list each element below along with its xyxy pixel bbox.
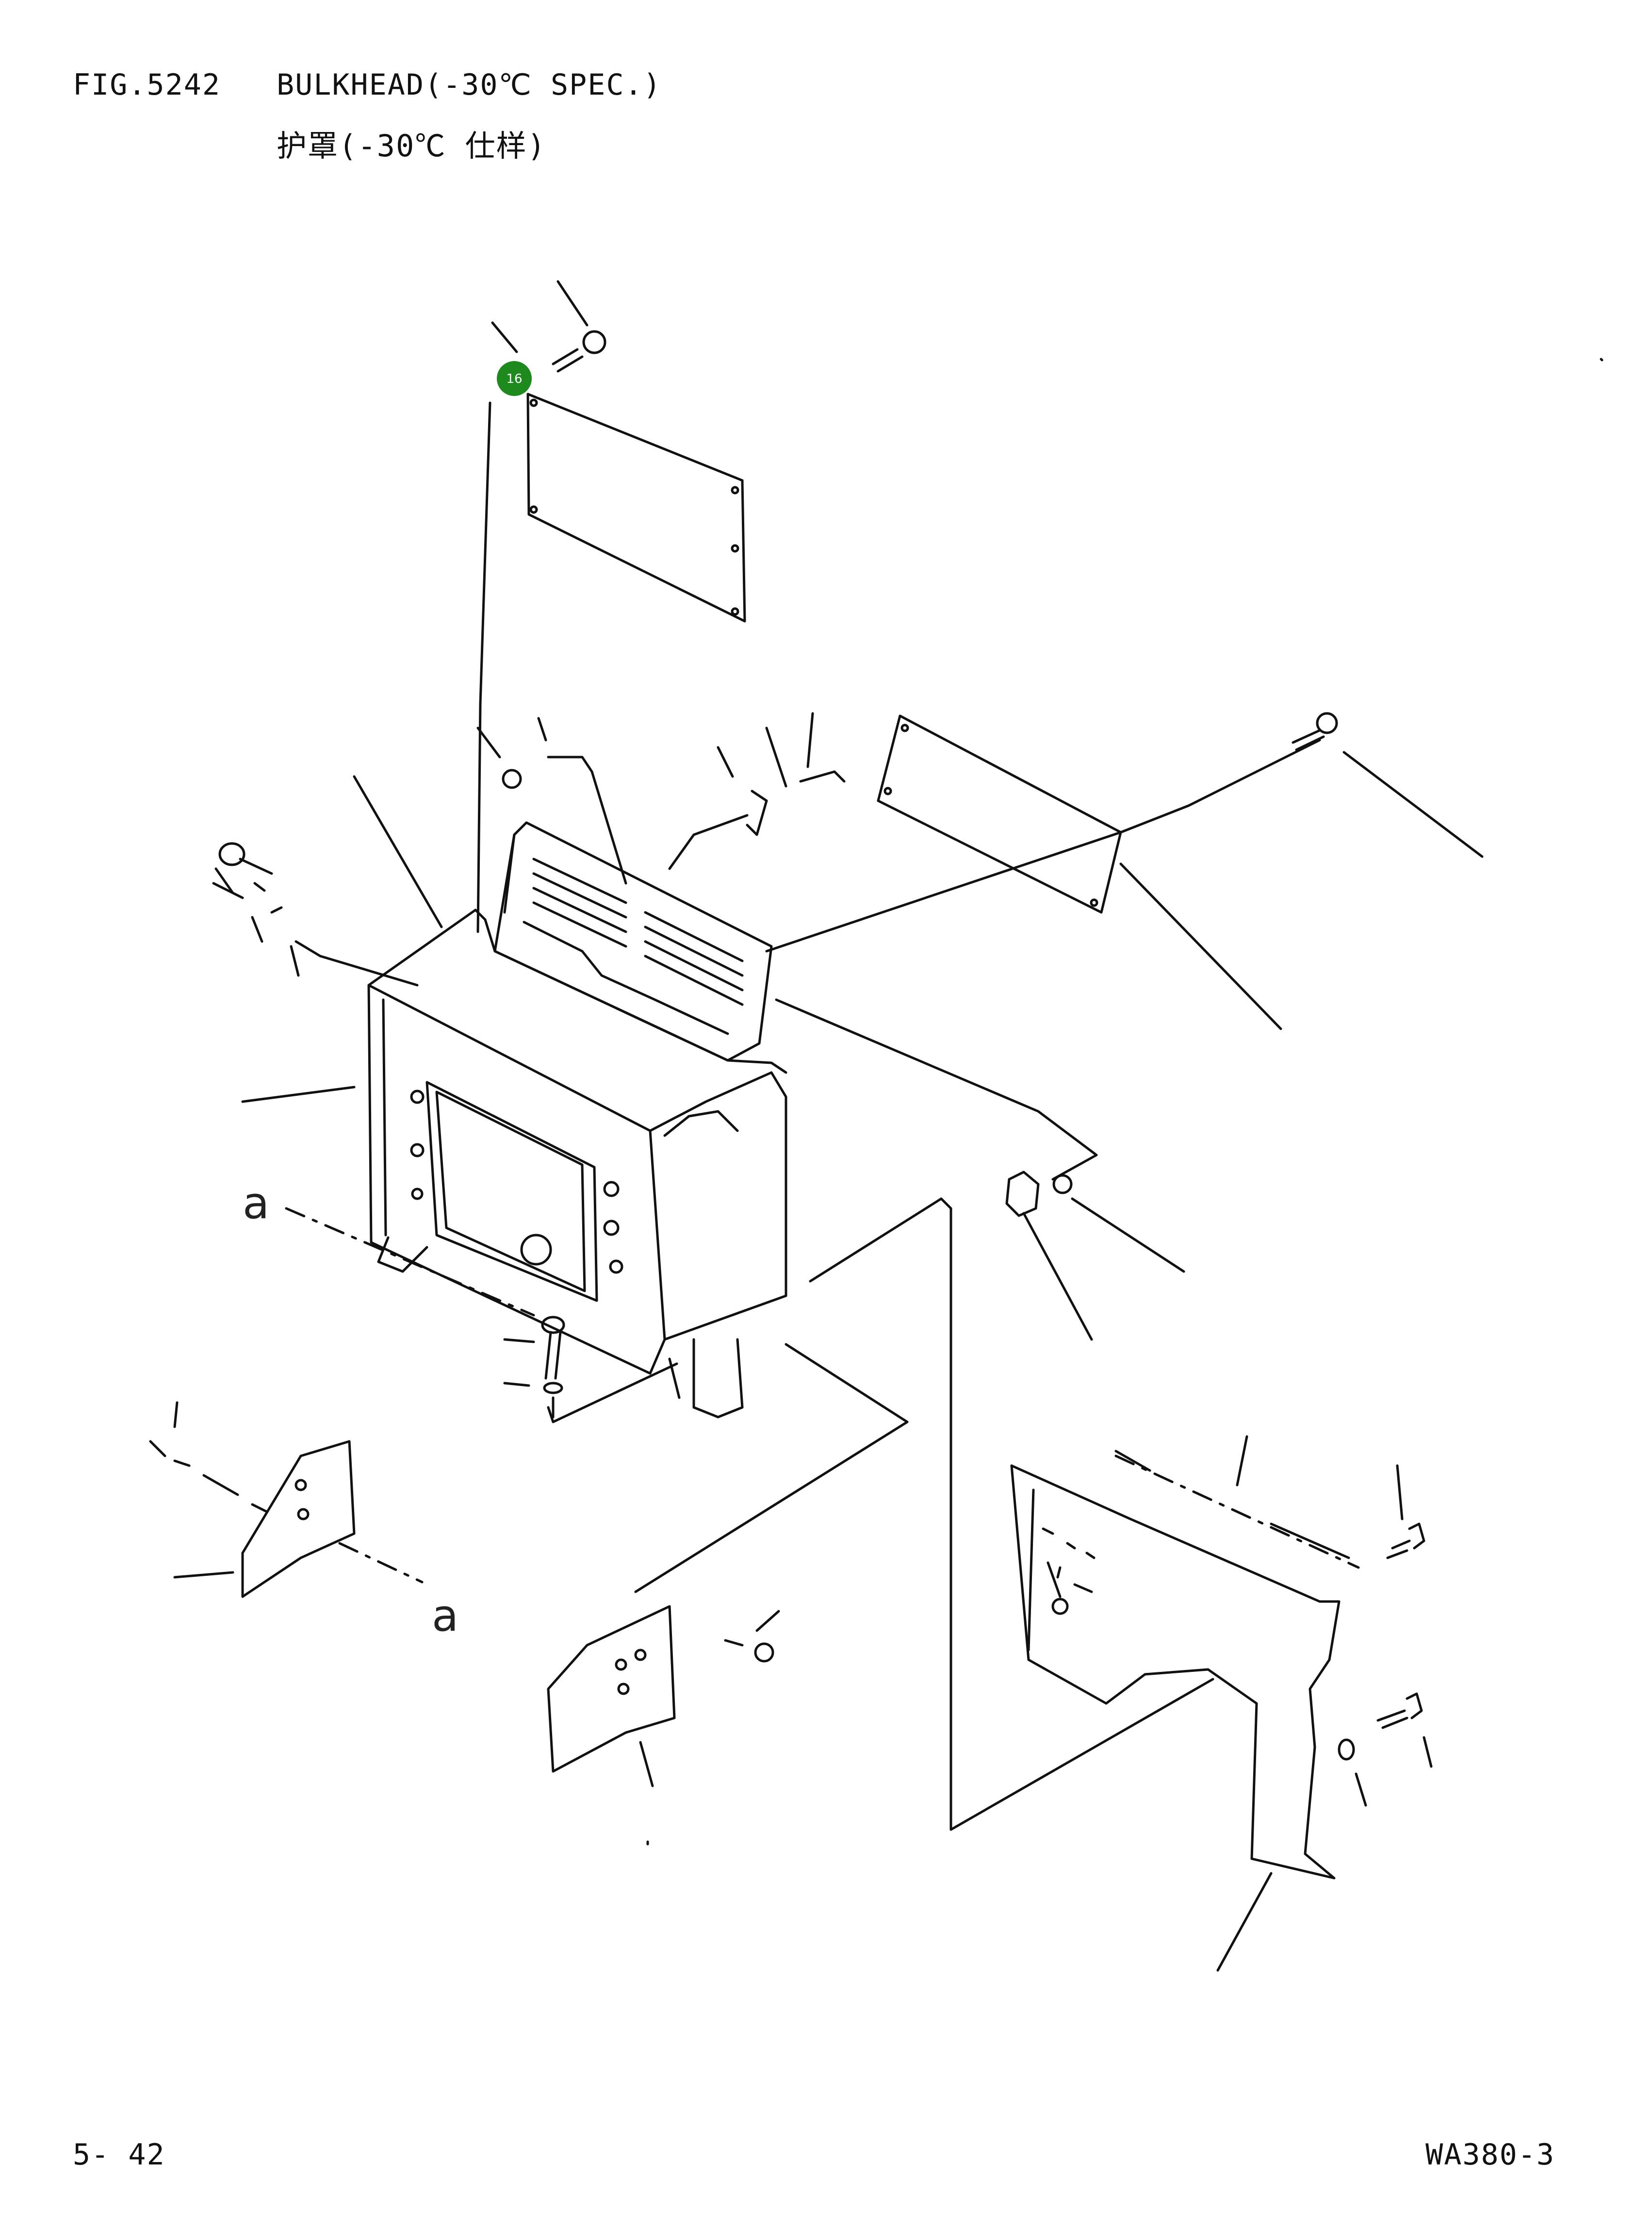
leader-left-body (241, 1086, 356, 1103)
callout-marker[interactable]: 16 (497, 361, 532, 396)
model-code: WA380-3 (1425, 2138, 1555, 2172)
figure-number: FIG.5242 (73, 68, 221, 102)
leader-right-plate (1119, 862, 1282, 1030)
reference-line-a2 (338, 1542, 424, 1584)
leader-louver (765, 831, 1122, 953)
right-top-bolt (1119, 712, 1484, 858)
right-side-bolts (1338, 1464, 1433, 1807)
callout-label: 16 (506, 372, 522, 386)
right-side-plate (877, 714, 1122, 914)
figure-title-english: BULKHEAD(-30℃ SPEC.) (277, 68, 662, 102)
bottom-bolt (503, 1316, 678, 1423)
right-fender-bracket (1010, 1435, 1360, 1972)
bulkhead-box-body (367, 908, 787, 1419)
leader-connector (809, 1197, 1214, 1831)
small-clips-top (476, 712, 846, 885)
nut-washer-right (775, 998, 1185, 1341)
page-number: 5- 42 (73, 2138, 165, 2172)
top-panel-plate (526, 393, 746, 623)
leader-left-top (353, 775, 443, 928)
louvered-lid (493, 821, 773, 1062)
top-bolt (491, 280, 606, 373)
reference-letter-a-lower: a (432, 1590, 458, 1641)
reference-line-a1 (285, 1207, 535, 1317)
figure-title-chinese: 护罩(-30℃ 仕样) (277, 128, 546, 164)
left-bracket (149, 1401, 424, 1598)
leader-top-panel (476, 401, 491, 933)
bottom-center-bracket (547, 1605, 780, 1787)
leader-bottom (634, 1343, 909, 1593)
left-bolt (212, 842, 419, 987)
reference-letter-a-upper: a (243, 1178, 269, 1229)
